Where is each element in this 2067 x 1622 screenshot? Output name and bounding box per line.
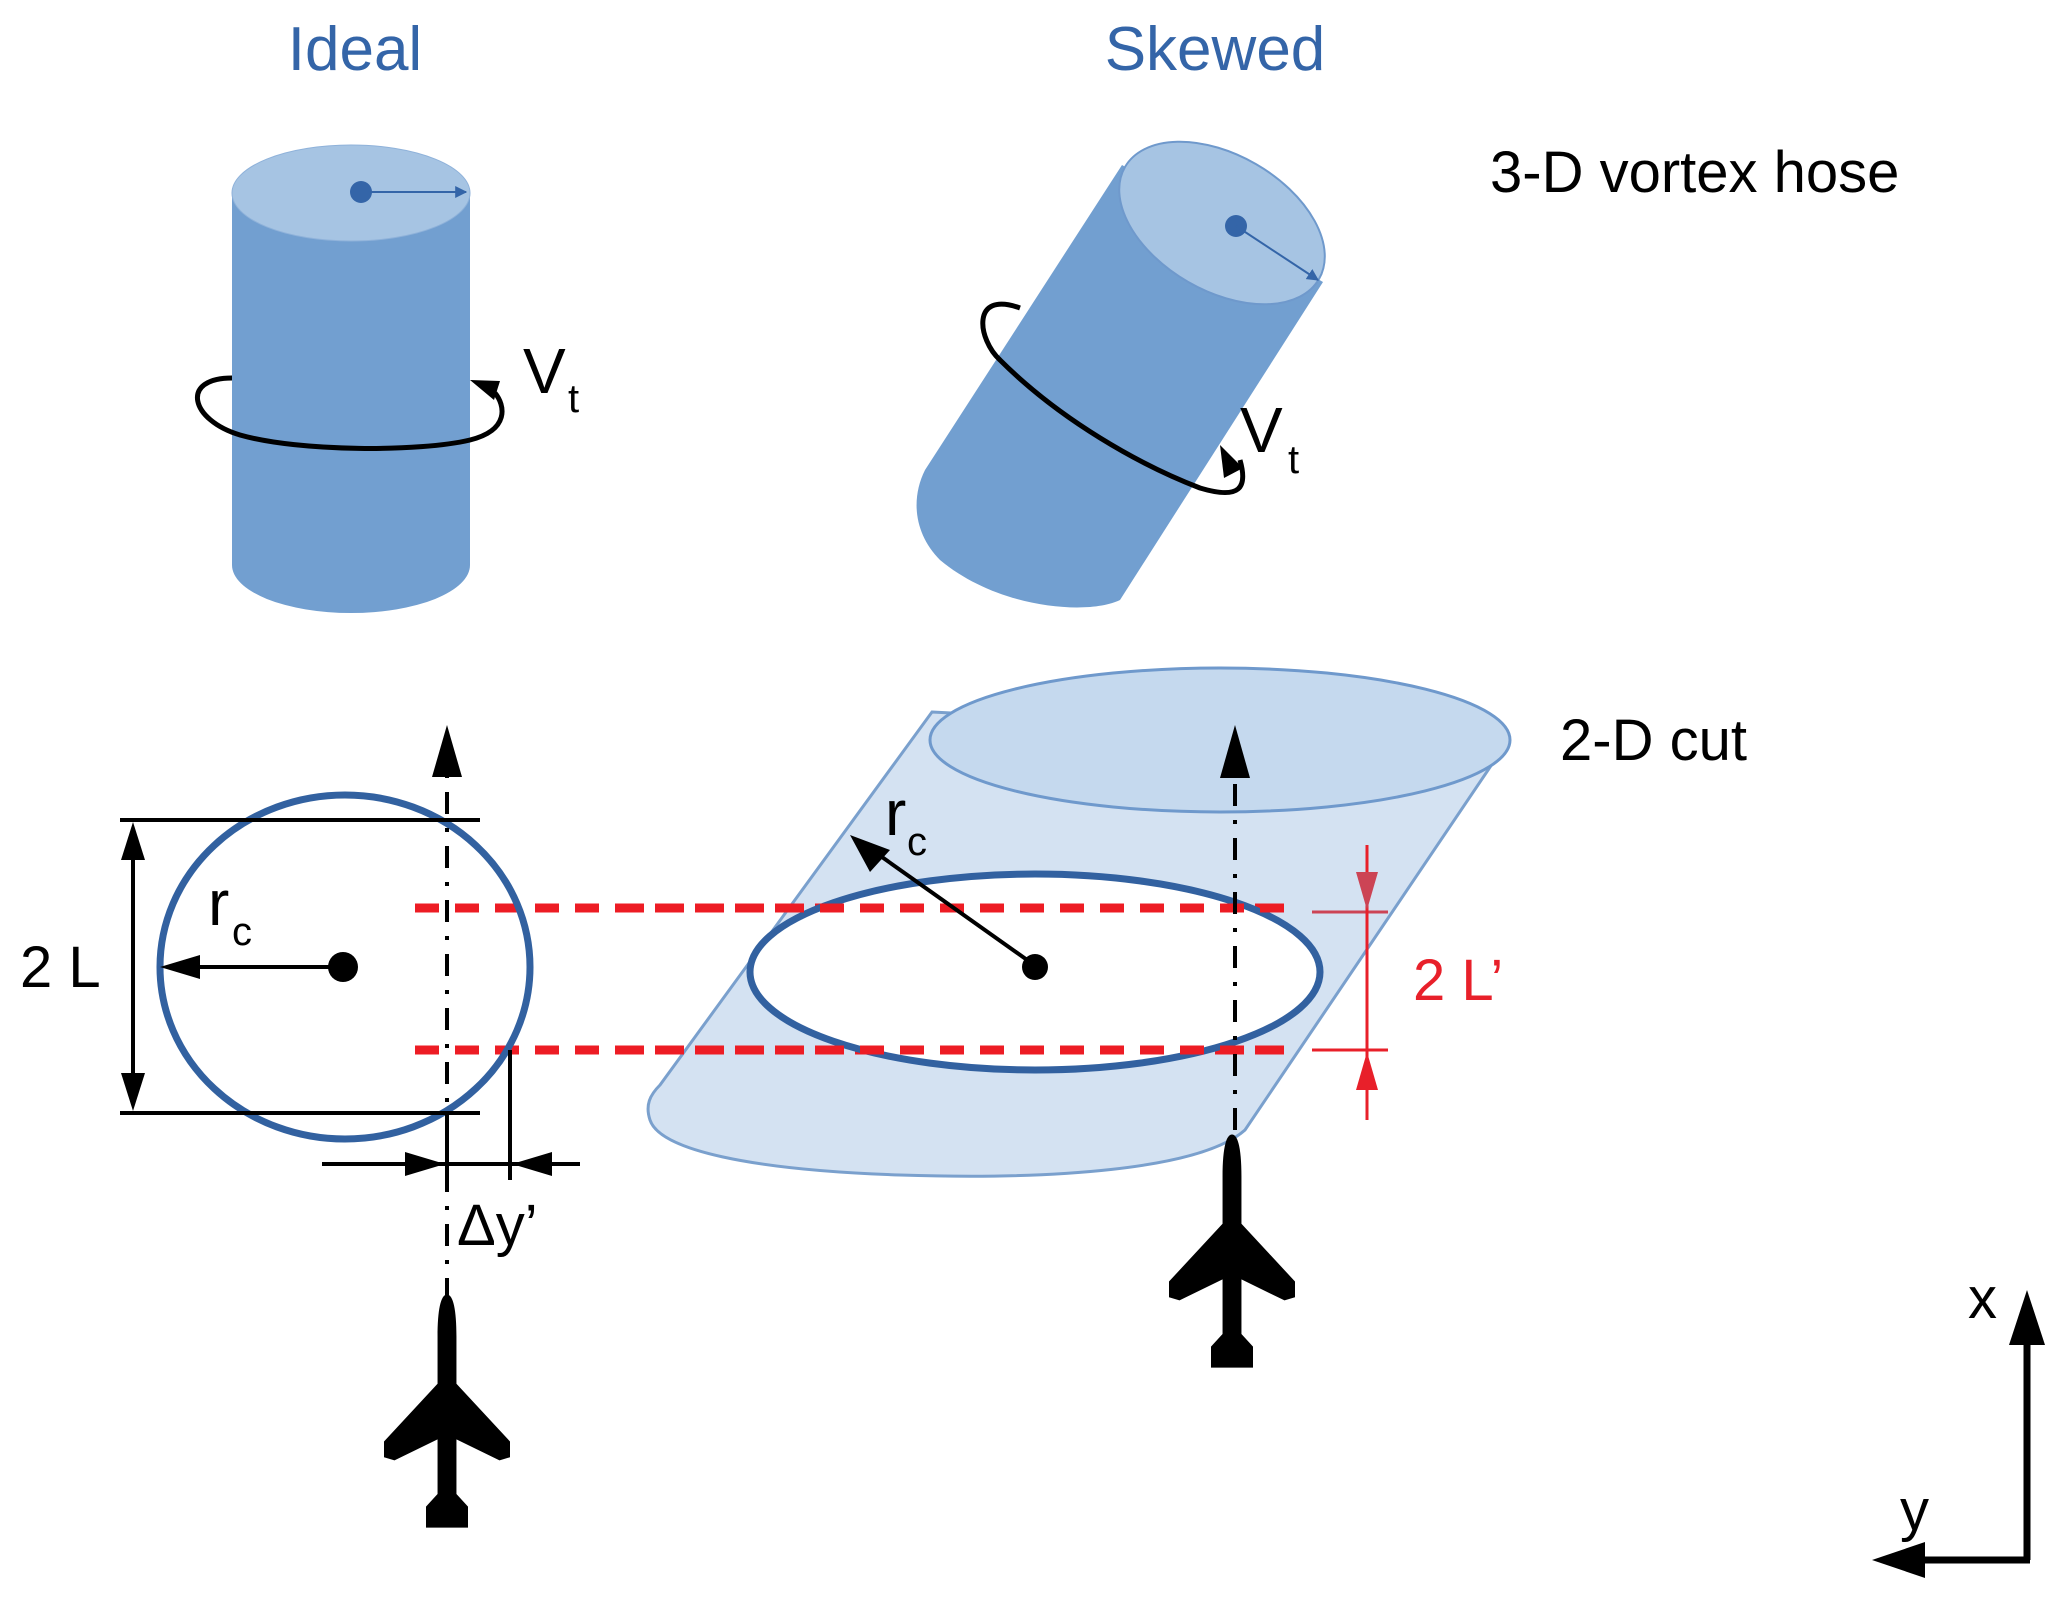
aircraft-silhouette-icon [384, 1294, 510, 1528]
skewed-flight-arrowhead [1220, 725, 1250, 778]
ideal-rc-subscript: c [232, 910, 252, 954]
skewed-vt-label: V [1240, 394, 1283, 466]
label-3d-vortex-hose: 3-D vortex hose [1490, 140, 1899, 205]
ideal-rc-label: r [208, 867, 229, 939]
skewed-rotation-arrow [980, 301, 1246, 496]
ideal-rc-arrowhead [160, 955, 200, 979]
axis-label-y: y [1900, 1478, 1929, 1543]
axis-label-x: x [1968, 1266, 1997, 1331]
coordinate-axes [1872, 1290, 2045, 1578]
label-delta-y-prime: Δy’ [457, 1193, 538, 1258]
ideal-flight-arrowhead [432, 725, 462, 777]
skewed-cylinder [916, 140, 1326, 608]
skewed-radius-arrow [1235, 225, 1320, 281]
ideal-rotation-arrow [194, 375, 505, 451]
label-2l-prime: 2 L’ [1413, 948, 1503, 1013]
skewed-rc-subscript: c [907, 820, 927, 864]
label-2l: 2 L [20, 935, 101, 1000]
dimension-2l-prime [1312, 845, 1388, 1120]
label-2d-cut: 2-D cut [1560, 708, 1747, 773]
skewed-rc-arrow [863, 843, 1032, 964]
aircraft-silhouette-icon [1169, 1134, 1295, 1368]
ideal-cylinder [231, 144, 471, 613]
cut-top-ellipse [928, 666, 1512, 814]
skewed-rc-label: r [885, 777, 906, 849]
skewed-vt-subscript: t [1288, 438, 1299, 482]
skewed-rc-arrowhead [850, 835, 890, 872]
ideal-core-center [328, 952, 358, 982]
panel-title-skewed: Skewed [1105, 15, 1326, 84]
ideal-vt-subscript: t [568, 377, 579, 421]
panel-title-ideal: Ideal [288, 15, 422, 84]
dimension-delta-y-prime [322, 1050, 580, 1180]
dimension-2l [121, 822, 145, 1111]
ideal-vt-label: V [523, 335, 566, 407]
